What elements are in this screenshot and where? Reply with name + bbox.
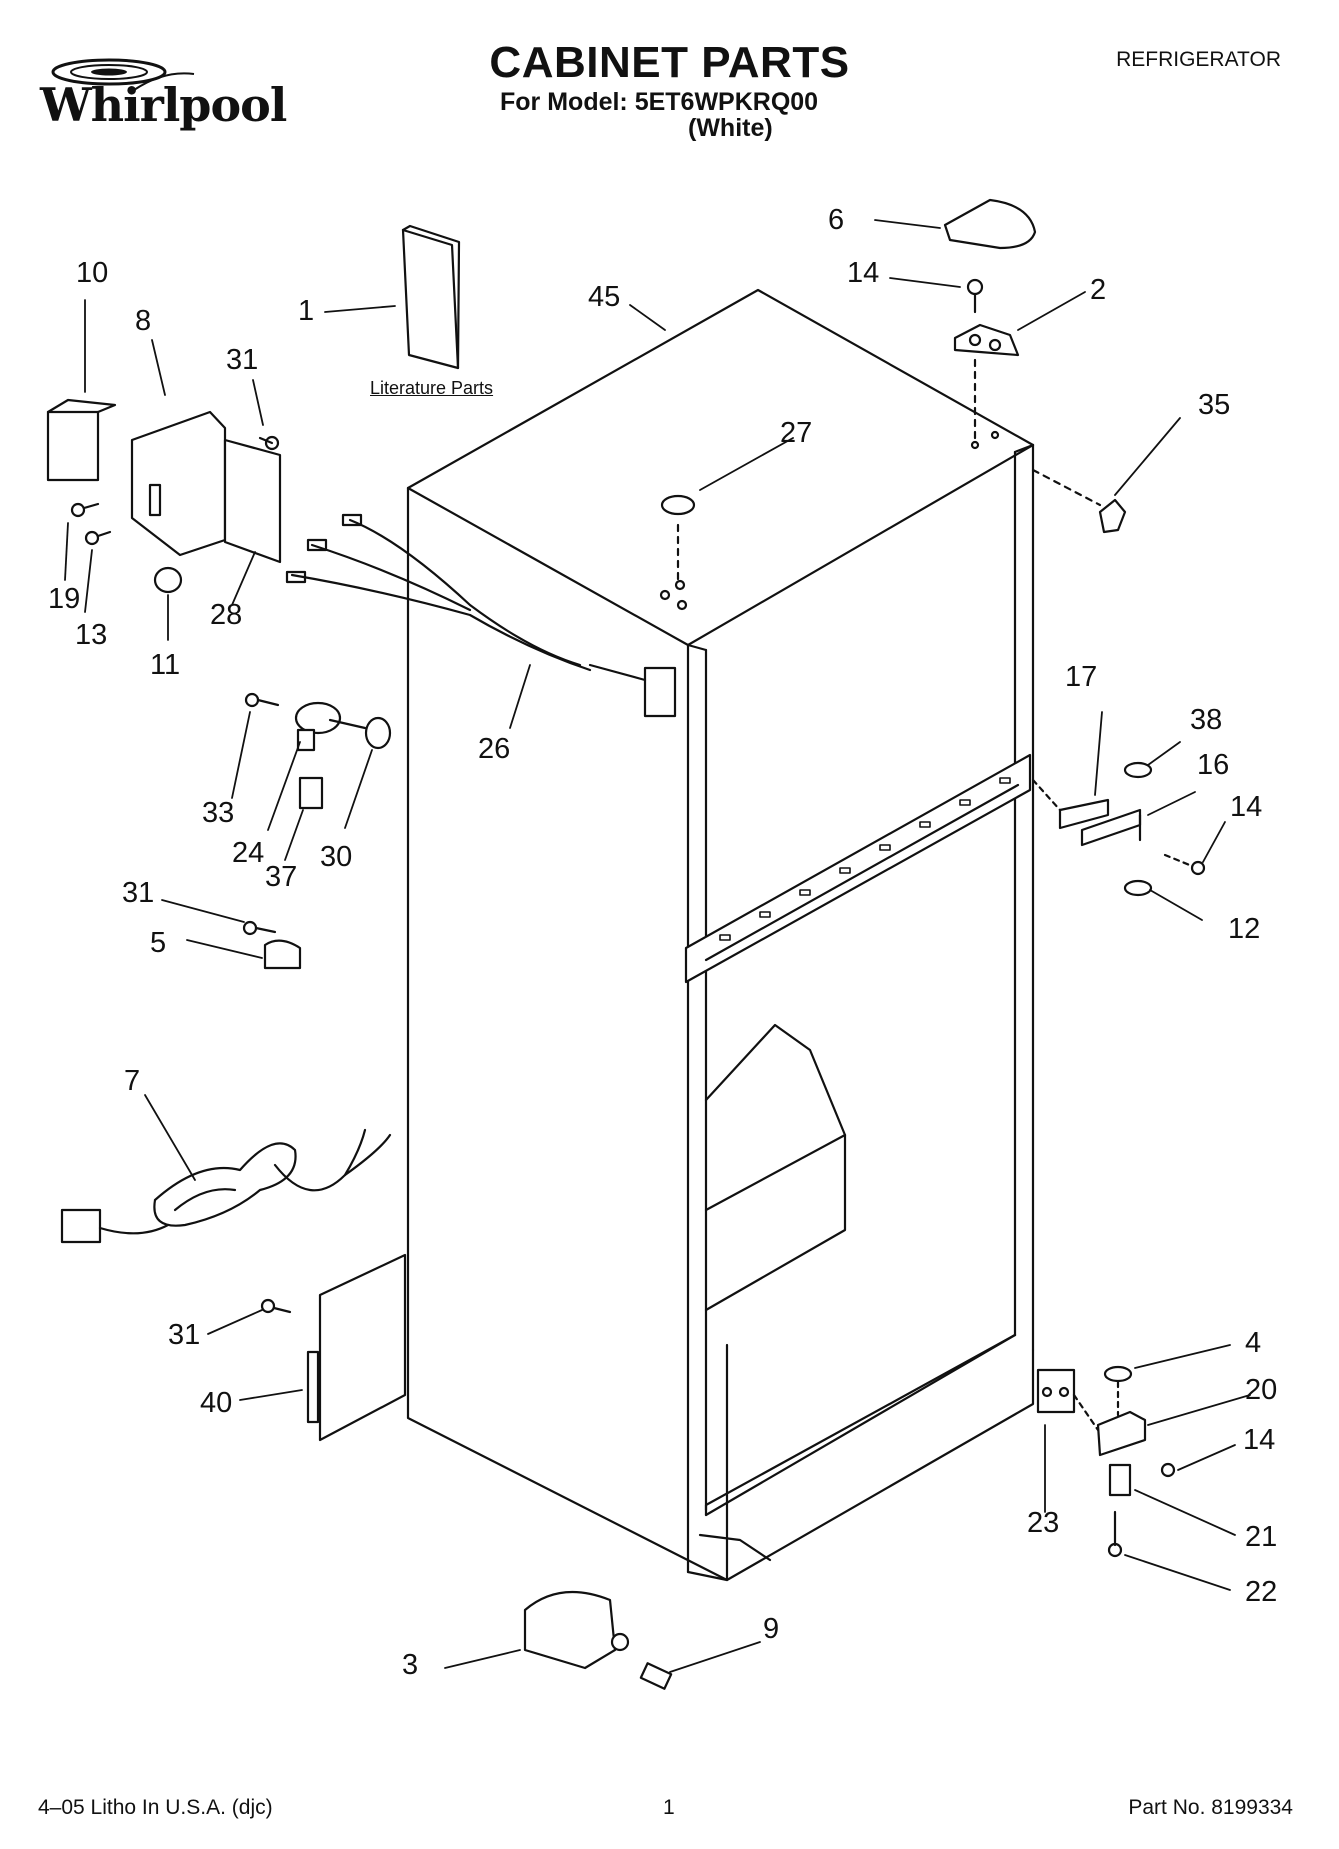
callout-27: 27 [780, 417, 813, 449]
hinge-screw [966, 278, 984, 314]
callout-40: 40 [200, 1387, 233, 1419]
callout-14-middle: 14 [1230, 791, 1263, 823]
relay-cover [46, 410, 100, 482]
callout-24: 24 [232, 837, 265, 869]
callout-20: 20 [1245, 1374, 1278, 1406]
callout-3: 3 [402, 1649, 419, 1681]
power-cord [60, 1128, 392, 1244]
appliance-category: REFRIGERATOR [1116, 48, 1281, 71]
screw-group-left [70, 435, 280, 594]
top-hinge [953, 323, 1020, 357]
callout-10: 10 [76, 257, 109, 289]
callout-26: 26 [478, 733, 511, 765]
model-line: For Model: 5ET6WPKRQ00 [500, 88, 819, 116]
callout-11: 11 [150, 649, 181, 681]
brand-name: Whirlpool [40, 78, 287, 132]
whirlpool-swirl-icon [51, 58, 195, 91]
literature-parts-label: Literature Parts [370, 378, 494, 398]
defrost-parts [244, 692, 392, 810]
callout-31-bottom: 31 [168, 1319, 201, 1351]
callout-28: 28 [210, 599, 243, 631]
callout-33: 33 [202, 797, 235, 829]
callout-8: 8 [135, 305, 152, 337]
callout-35: 35 [1198, 389, 1231, 421]
hinge-cover [943, 198, 1037, 250]
callout-22: 22 [1245, 1576, 1278, 1608]
page-title: CABINET PARTS [489, 38, 850, 87]
clip-and-screw [242, 920, 302, 970]
literature-book [401, 228, 460, 370]
callout-31-middle: 31 [122, 877, 155, 909]
callout-5: 5 [150, 927, 167, 959]
refrigerator-cabinet [406, 288, 1035, 1582]
callout-12: 12 [1228, 913, 1261, 945]
wire-harness [285, 513, 677, 718]
plug-button [660, 494, 696, 516]
callout-14-bottom: 14 [1243, 1424, 1276, 1456]
callout-21: 21 [1245, 1521, 1278, 1553]
leader-lines [64, 219, 1251, 1673]
bottom-hinge [1036, 1365, 1176, 1558]
relay-bracket [223, 438, 282, 564]
control-box [130, 410, 227, 557]
callout-23: 23 [1027, 1507, 1060, 1539]
callout-4: 4 [1245, 1327, 1262, 1359]
part-number: Part No. 8199334 [1128, 1796, 1293, 1819]
callout-30: 30 [320, 841, 353, 873]
center-hinge [1031, 761, 1206, 897]
print-info: 4–05 Litho In U.S.A. (djc) [38, 1796, 273, 1819]
leveling-leg [523, 1590, 673, 1690]
color-line: (White) [688, 114, 773, 142]
callout-31-top: 31 [226, 344, 259, 376]
callout-14-top: 14 [847, 257, 880, 289]
page-number: 1 [663, 1796, 675, 1819]
hinge-cap [1098, 498, 1127, 534]
callout-38: 38 [1190, 704, 1223, 736]
cover-panel [318, 1253, 407, 1442]
callout-19: 19 [48, 583, 81, 615]
callout-7: 7 [124, 1065, 141, 1097]
panel-screw [260, 1298, 292, 1314]
callout-13: 13 [75, 619, 108, 651]
callout-16: 16 [1197, 749, 1230, 781]
callout-2: 2 [1090, 274, 1107, 306]
callout-37: 37 [265, 861, 298, 893]
callout-6: 6 [828, 204, 845, 236]
callout-45: 45 [588, 281, 621, 313]
callout-1: 1 [298, 295, 315, 327]
callout-17: 17 [1065, 661, 1098, 693]
callout-9: 9 [763, 1613, 780, 1645]
